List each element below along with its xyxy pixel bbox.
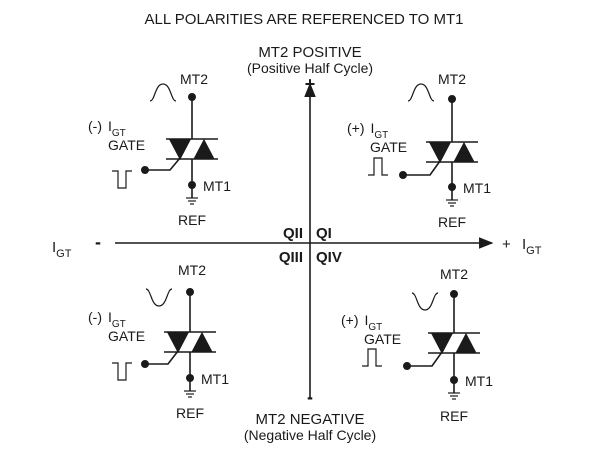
gate-label: GATE <box>108 328 145 344</box>
gate-label: GATE <box>108 137 145 153</box>
left-axis-sign: - <box>95 232 101 252</box>
bottom-axis-sublabel: (Negative Half Cycle) <box>244 427 376 443</box>
quadrant-label-q2: QII <box>283 225 303 242</box>
mt2-label: MT2 <box>178 262 206 278</box>
triac-reverse-triangle-icon <box>455 332 477 354</box>
mt2-label: MT2 <box>180 71 208 87</box>
mt1-terminal <box>188 181 196 189</box>
mt1-label: MT1 <box>201 371 229 387</box>
ref-label: REF <box>176 405 204 421</box>
top-axis-sign: + <box>305 74 316 94</box>
mt2-waveform-icon <box>411 292 439 311</box>
gate-label: GATE <box>364 331 401 347</box>
right-axis-sign: + <box>502 236 511 253</box>
mt1-label: MT1 <box>203 178 231 194</box>
top-axis-label: MT2 POSITIVE <box>258 44 361 61</box>
mt2-label: MT2 <box>440 266 468 282</box>
mt2-waveform-icon <box>149 83 177 102</box>
ref-label: REF <box>438 214 466 230</box>
gate-pulse-icon <box>368 157 388 176</box>
circuit-q4: MT2 MT1 REF (+)IGT GATE <box>341 266 493 424</box>
gate-lead <box>407 351 443 367</box>
ref-label: REF <box>440 408 468 424</box>
mt2-waveform-icon <box>407 83 435 102</box>
circuit-q3: MT2 MT1 REF (-)IGT GATE <box>88 262 229 421</box>
igt-label: (-)IGT <box>88 309 126 330</box>
bottom-axis-sign: - <box>307 387 313 407</box>
mt1-label: MT1 <box>463 180 491 196</box>
gate-terminal <box>141 360 149 368</box>
triac-forward-triangle-icon <box>169 139 191 161</box>
gate-terminal <box>399 171 407 179</box>
triac-forward-triangle-icon <box>429 142 451 164</box>
gate-label: GATE <box>370 139 407 155</box>
quadrant-label-q3: QIII <box>279 249 303 266</box>
igt-label: (+)IGT <box>347 120 388 141</box>
gate-terminal <box>403 362 411 370</box>
mt1-terminal <box>450 376 458 384</box>
mt2-label: MT2 <box>438 71 466 87</box>
gate-lead <box>403 160 441 176</box>
igt-label: (-)IGT <box>88 118 126 139</box>
triac-reverse-triangle-icon <box>191 331 213 353</box>
gate-pulse-icon <box>362 348 382 367</box>
triac-forward-triangle-icon <box>167 332 189 354</box>
right-axis-label: IGT <box>522 236 542 257</box>
top-axis-sublabel: (Positive Half Cycle) <box>247 60 373 76</box>
bottom-axis-label: MT2 NEGATIVE <box>256 411 365 428</box>
mt2-waveform-icon <box>145 288 173 307</box>
gate-pulse-icon <box>112 362 132 381</box>
triac-forward-triangle-icon <box>431 333 453 355</box>
gate-lead <box>145 157 181 171</box>
gate-lead <box>145 350 179 365</box>
mt1-terminal <box>448 183 456 191</box>
circuit-q2: MT2 MT1 REF (-)IGT GATE <box>88 71 231 228</box>
igt-label: (+)IGT <box>341 312 382 333</box>
triac-reverse-triangle-icon <box>193 138 215 160</box>
mt1-label: MT1 <box>465 373 493 389</box>
diagram-title: ALL POLARITIES ARE REFERENCED TO MT1 <box>145 11 464 28</box>
mt1-terminal <box>186 374 194 382</box>
gate-terminal <box>141 166 149 174</box>
circuit-q1: MT2 MT1 REF (+)IGT GATE <box>347 71 491 230</box>
triac-reverse-triangle-icon <box>453 141 475 163</box>
left-axis-label: IGT <box>52 239 72 260</box>
quadrant-label-q4: QIV <box>316 249 342 266</box>
ref-label: REF <box>178 212 206 228</box>
gate-pulse-icon <box>112 170 132 189</box>
quadrant-label-q1: QI <box>316 225 332 242</box>
